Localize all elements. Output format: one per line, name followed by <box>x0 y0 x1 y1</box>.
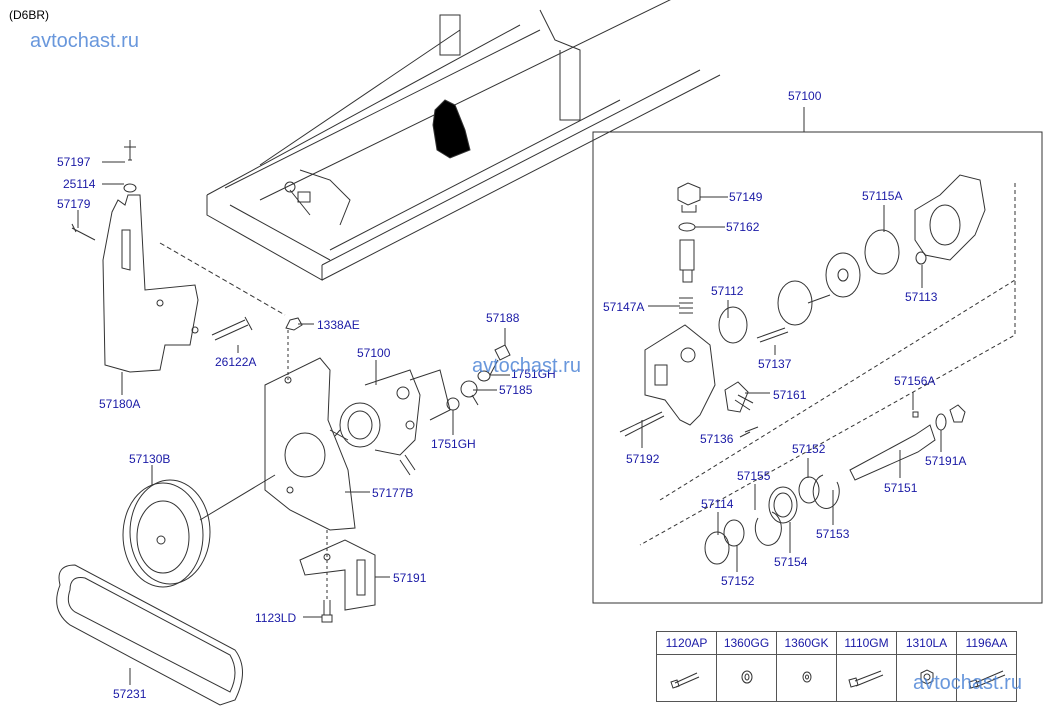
assembly-box <box>593 132 1042 603</box>
part-label[interactable]: 57100 <box>357 346 391 360</box>
part-label[interactable]: 57130B <box>129 452 171 466</box>
fastener-code[interactable]: 1360GG <box>716 631 777 655</box>
part-label[interactable]: 1751GH <box>431 437 476 451</box>
part-label[interactable]: 57113 <box>905 290 938 304</box>
leader-lines <box>78 162 941 685</box>
part-label[interactable]: 57231 <box>113 687 147 701</box>
bolt-icon <box>656 654 717 702</box>
part-label[interactable]: 57154 <box>774 555 808 569</box>
plate-57177B <box>265 318 355 530</box>
fastener-code[interactable]: 1120AP <box>656 631 717 655</box>
chassis-frame <box>207 0 720 280</box>
part-label[interactable]: 57162 <box>726 220 760 234</box>
part-label[interactable]: 57156A <box>894 374 936 388</box>
pump-housing <box>620 307 788 436</box>
part-label[interactable]: 57188 <box>486 311 520 325</box>
bolt-long-icon <box>956 654 1017 702</box>
part-label[interactable]: 1123LD <box>255 611 297 625</box>
fastener-code[interactable]: 1310LA <box>896 631 957 655</box>
engine-code: (D6BR) <box>9 8 50 22</box>
part-label[interactable]: 57152 <box>721 574 755 588</box>
part-label[interactable]: 57114 <box>701 497 734 511</box>
part-label[interactable]: 25114 <box>63 177 96 191</box>
belt-57231 <box>57 565 243 705</box>
part-label[interactable]: 57137 <box>758 357 792 371</box>
frame-bracket-silhouette <box>433 100 470 158</box>
part-label[interactable]: 57191 <box>393 571 427 585</box>
part-label[interactable]: 57112 <box>711 284 744 298</box>
part-label[interactable]: 57161 <box>773 388 807 402</box>
part-label[interactable]: 57149 <box>729 190 763 204</box>
washer-icon <box>716 654 777 702</box>
bolt-icon <box>836 654 897 702</box>
part-label[interactable]: 57152 <box>792 442 826 456</box>
watermark: avtochast.ru <box>30 30 139 52</box>
part-label[interactable]: 57197 <box>57 155 91 169</box>
banjo-fittings <box>447 345 510 410</box>
fastener-code[interactable]: 1110GM <box>836 631 897 655</box>
part-label[interactable]: 57185 <box>499 383 533 397</box>
bracket-57180A <box>72 140 198 372</box>
watermark: avtochast.ru <box>472 355 581 377</box>
bolt-26122A <box>212 317 252 340</box>
valve-stack <box>678 183 700 313</box>
part-label[interactable]: 57177B <box>372 486 414 500</box>
part-label[interactable]: 26122A <box>215 355 257 369</box>
part-label[interactable]: 57136 <box>700 432 734 446</box>
part-label[interactable]: 57147A <box>603 300 645 314</box>
part-label[interactable]: 57155 <box>737 469 771 483</box>
part-label[interactable]: 57179 <box>57 197 91 211</box>
part-label[interactable]: 1338AE <box>317 318 360 332</box>
fastener-table: 1120AP 1360GG 1360GK 1110GM 1310LA 1196A… <box>656 631 1017 702</box>
rotor-stack <box>778 175 985 325</box>
assembly-label[interactable]: 57100 <box>788 89 822 103</box>
watermark: avtochast.ru <box>913 672 1022 694</box>
shaft-seals <box>705 405 965 564</box>
nut-icon <box>896 654 957 702</box>
pump-57100 <box>330 370 450 475</box>
part-label[interactable]: 57153 <box>816 527 850 541</box>
part-label[interactable]: 57180A <box>99 397 141 411</box>
part-label[interactable]: 1751GH <box>511 367 556 381</box>
pulley-57130B <box>123 480 210 587</box>
part-label[interactable]: 57151 <box>884 481 918 495</box>
bracket-57191 <box>300 530 375 622</box>
part-label[interactable]: 57191A <box>925 454 967 468</box>
part-label[interactable]: 57192 <box>626 452 660 466</box>
washer-small-icon <box>776 654 837 702</box>
part-label[interactable]: 57115A <box>862 189 903 203</box>
fastener-code[interactable]: 1196AA <box>956 631 1017 655</box>
fastener-code[interactable]: 1360GK <box>776 631 837 655</box>
